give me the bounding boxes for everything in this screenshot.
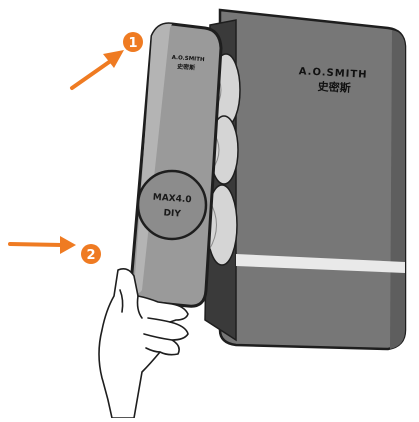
step-1-arrow <box>72 50 124 88</box>
body-logo-cn: 史密斯 <box>317 79 351 95</box>
step-2-marker: 2 <box>81 244 101 264</box>
badge-line2: DIY <box>163 208 181 219</box>
front-panel: A.O.SMITH 史密斯 MAX4.0 DIY <box>131 24 221 306</box>
step-2-number: 2 <box>86 248 95 263</box>
model-badge: MAX4.0 DIY <box>138 171 206 239</box>
step-1-number: 1 <box>128 36 137 51</box>
panel-logo-cn: 史密斯 <box>177 62 196 71</box>
step-1-marker: 1 <box>123 32 143 52</box>
step-2-arrow <box>10 236 76 254</box>
